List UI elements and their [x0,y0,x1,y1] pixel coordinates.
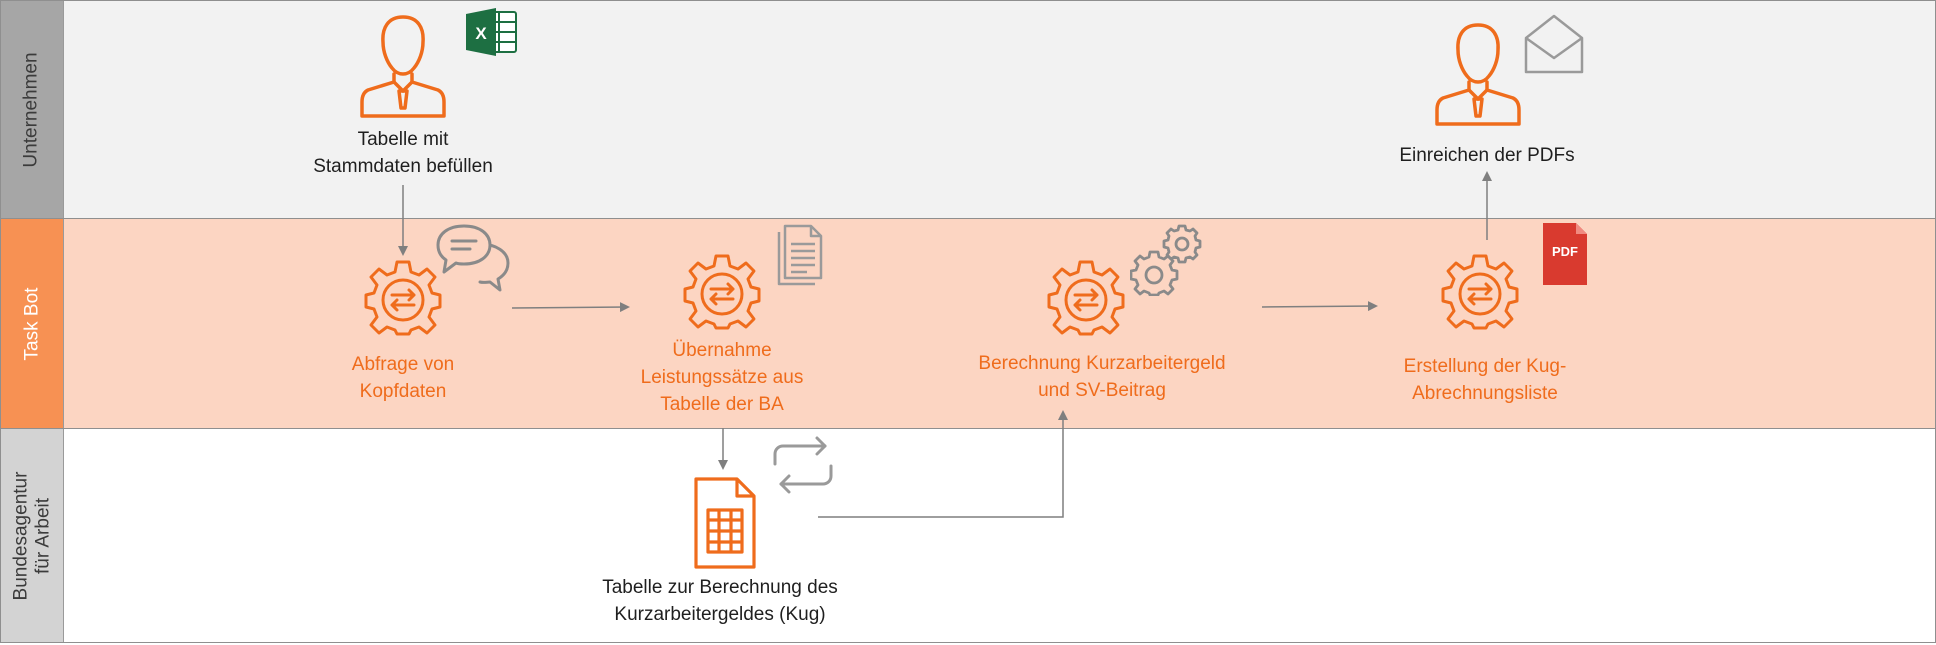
excel-badge-label: X [475,24,487,43]
gear-process-icon [683,254,761,330]
lane-unternehmen: Unternehmen [0,0,1936,219]
lane-task-bot: Task Bot [0,219,1936,429]
step-label-einreichen: Einreichen der PDFs [1399,145,1575,166]
lane-header-task-bot: Task Bot [1,219,64,428]
step-label-stammdaten: Tabelle mit Stammdaten befüllen [313,129,493,177]
pdf-badge-label: PDF [1552,244,1578,259]
excel-icon: X [466,8,517,56]
arrow-berechnung-to-erstellung [1261,301,1378,312]
gear-process-icon [1441,254,1519,330]
spreadsheet-icon [694,477,756,569]
gear-process-icon [364,260,442,336]
step-label-berechnung: Berechnung Kurzarbeitergeld und SV-Beitr… [978,353,1226,401]
exchange-arrows-icon [773,436,833,494]
arrow-tabelle-to-berechnung [818,410,1068,518]
step-label-tabelle-ba: Tabelle zur Berechnung des Kurzarbeiterg… [602,577,838,625]
person-icon [1435,23,1521,126]
gears-icon [1130,224,1202,296]
pdf-icon: PDF [1543,223,1587,285]
envelope-icon [1524,14,1584,74]
arrow-abfrage-to-uebernahme [511,302,630,313]
step-label-abfrage: Abfrage von Kopfdaten [351,354,455,402]
lane-header-unternehmen: Unternehmen [1,1,64,218]
step-label-uebernahme: Übernahme Leistungssätze aus Tabelle der… [640,340,804,415]
chat-bubbles-icon [436,224,510,292]
gear-process-icon [1047,260,1125,336]
document-icon [777,224,823,286]
lane-bundesagentur: Bundesagentur für Arbeit [0,429,1936,643]
person-icon [360,15,446,118]
step-label-erstellung: Erstellung der Kug- Abrechnungsliste [1403,356,1567,404]
lane-header-bundesagentur: Bundesagentur für Arbeit [1,429,64,642]
